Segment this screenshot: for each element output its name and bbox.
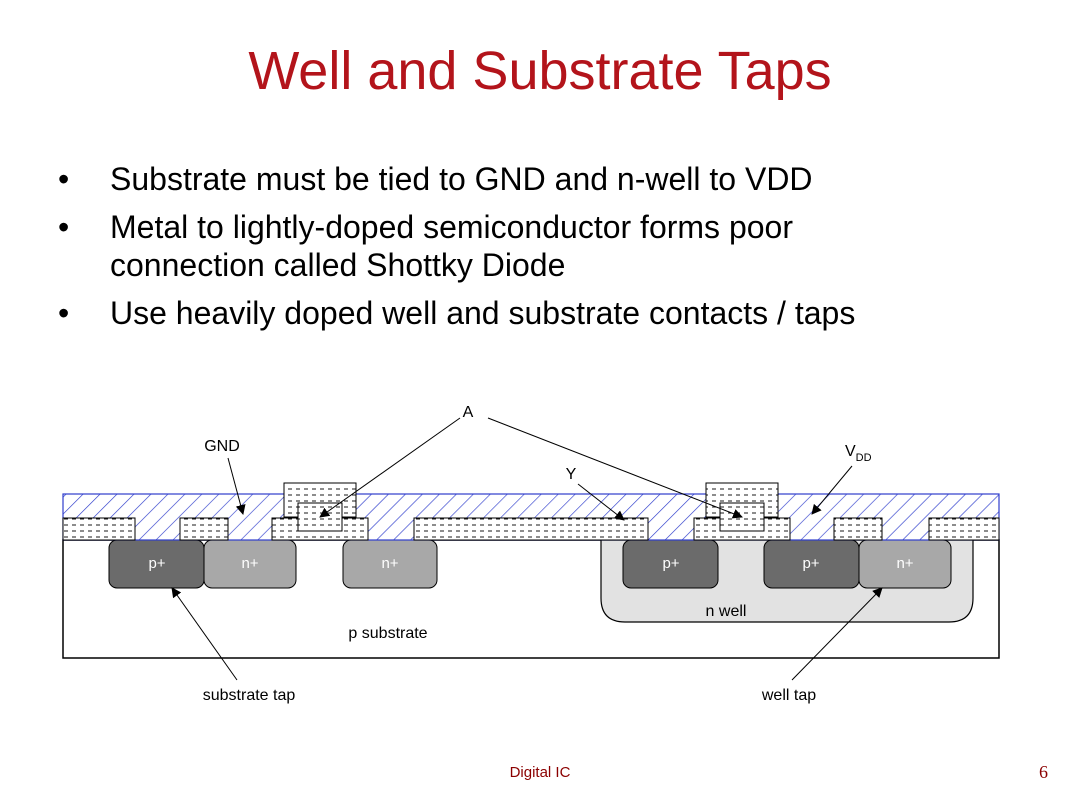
nmos-gate-stack: [271, 482, 369, 541]
bullet-text: Substrate must be tied to GND and n-well…: [110, 161, 813, 197]
leader-a-right: [487, 417, 743, 519]
label-p-substrate: p substrate: [348, 625, 427, 642]
contact-block-fill: [929, 518, 999, 540]
cmos-cross-section-diagram: p+ n+ n+ p+ p+ n+ A Y GND VDD: [62, 404, 1000, 704]
label-a: A: [463, 404, 474, 421]
bullet-marker: •: [58, 295, 70, 331]
bullet-list: • Substrate must be tied to GND and n-wel…: [58, 160, 1058, 342]
contact-block-fill: [834, 518, 882, 540]
region-label: n+: [896, 555, 913, 572]
leader-a-left: [319, 417, 461, 518]
label-y: Y: [566, 466, 577, 483]
pmos-gate-stack: [693, 482, 791, 541]
contact-block-fill: [180, 518, 228, 540]
region-label: n+: [381, 555, 398, 572]
contact-block-fill: [63, 518, 135, 540]
region-label: p+: [148, 555, 165, 572]
label-well-tap: well tap: [761, 687, 816, 704]
region-label: p+: [662, 555, 679, 572]
region-label: n+: [241, 555, 258, 572]
leader-vdd: [811, 465, 853, 515]
label-n-well: n well: [706, 603, 747, 620]
leader-well-tap: [791, 587, 883, 681]
footer-text: Digital IC: [509, 764, 571, 781]
label-substrate-tap: substrate tap: [203, 687, 296, 704]
slide-title: Well and Substrate Taps: [248, 41, 832, 101]
label-vdd: VDD: [845, 443, 872, 464]
bullet-item: • Metal to lightly-doped semiconductor fo…: [58, 208, 900, 284]
region-label: p+: [802, 555, 819, 572]
bullet-text: Metal to lightly-doped semiconductor for…: [110, 209, 793, 283]
page-number: 6: [1039, 762, 1048, 782]
bullet-marker: •: [58, 161, 70, 197]
contact-block-fill: [414, 518, 648, 540]
bullet-item: • Use heavily doped well and substrate co…: [58, 294, 1058, 332]
leader-substrate-tap: [171, 587, 238, 681]
bullet-marker: •: [58, 209, 70, 245]
label-vdd-main: V: [845, 443, 856, 460]
bullet-text: Use heavily doped well and substrate con…: [110, 295, 856, 331]
label-gnd: GND: [204, 438, 240, 455]
leader-gnd: [227, 457, 246, 515]
label-vdd-sub: DD: [856, 452, 872, 464]
leader-y: [577, 483, 625, 521]
bullet-item: • Substrate must be tied to GND and n-wel…: [58, 160, 1058, 198]
